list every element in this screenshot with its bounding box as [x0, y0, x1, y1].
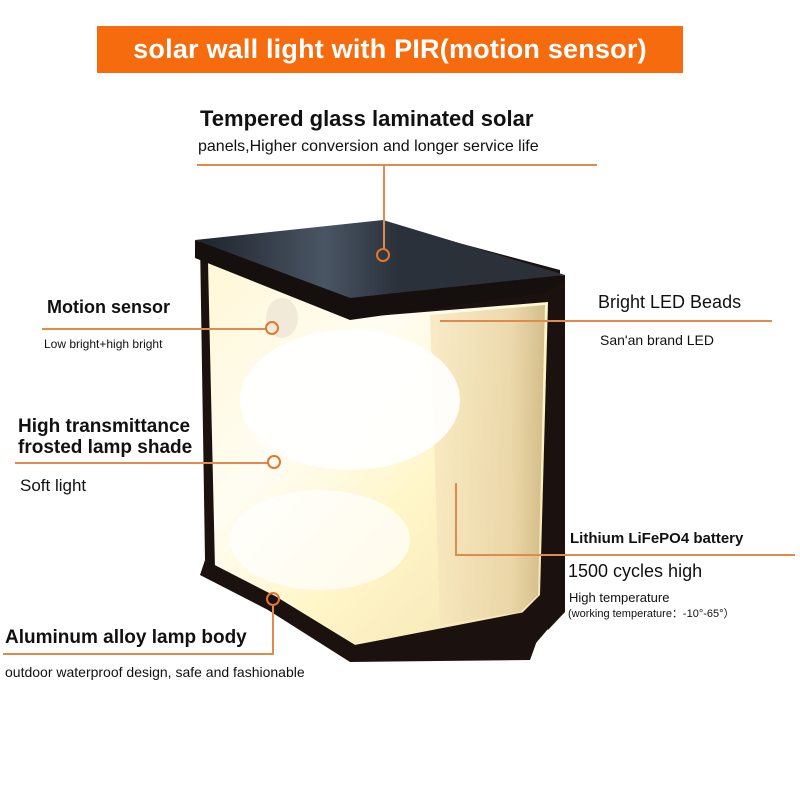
- title-banner: solar wall light with PIR(motion sensor): [97, 26, 683, 73]
- motion-sensor-title: Motion sensor: [47, 297, 171, 317]
- lamp-shade-title-line1: High transmittance: [18, 416, 191, 437]
- battery-cycles: 1500 cycles high: [568, 561, 703, 581]
- battery-temp-label: High temperature: [569, 590, 670, 605]
- lamp-shade-title: High transmittance frosted lamp shade: [18, 416, 192, 458]
- motion-sensor-desc: Low bright+high bright: [44, 337, 163, 351]
- lamp-body-leader-vertical: [272, 606, 274, 654]
- solar-panel-desc: panels,Higher conversion and longer serv…: [198, 138, 539, 155]
- solar-panel-leader-vertical: [383, 164, 385, 250]
- led-beads-leader-line: [440, 320, 772, 322]
- led-beads-title: Bright LED Beads: [598, 292, 742, 312]
- lamp-body-desc: outdoor waterproof design, safe and fash…: [5, 664, 305, 680]
- motion-sensor-marker-icon: [265, 321, 279, 335]
- battery-leader-vertical: [455, 483, 457, 555]
- battery-title: Lithium LiFePO4 battery: [570, 530, 744, 547]
- battery-temp-range: (working temperature：-10°-65°）: [568, 608, 735, 620]
- lamp-body-leader-line: [3, 653, 274, 655]
- motion-sensor-leader-line: [42, 328, 266, 330]
- led-beads-desc: San'an brand LED: [600, 332, 714, 348]
- lamp-shade-title-line2: frosted lamp shade: [18, 437, 193, 458]
- solar-panel-marker-icon: [376, 248, 390, 262]
- lamp-shade-leader-line: [15, 462, 268, 464]
- solar-panel-title: Tempered glass laminated solar: [200, 106, 534, 131]
- lamp-shade-desc: Soft light: [20, 476, 87, 495]
- lamp-body-marker-icon: [266, 592, 280, 606]
- lamp-shade-marker-icon: [267, 455, 281, 469]
- battery-leader-line: [455, 554, 795, 556]
- lamp-body-title: Aluminum alloy lamp body: [5, 627, 247, 648]
- solar-panel-leader-line: [197, 164, 597, 166]
